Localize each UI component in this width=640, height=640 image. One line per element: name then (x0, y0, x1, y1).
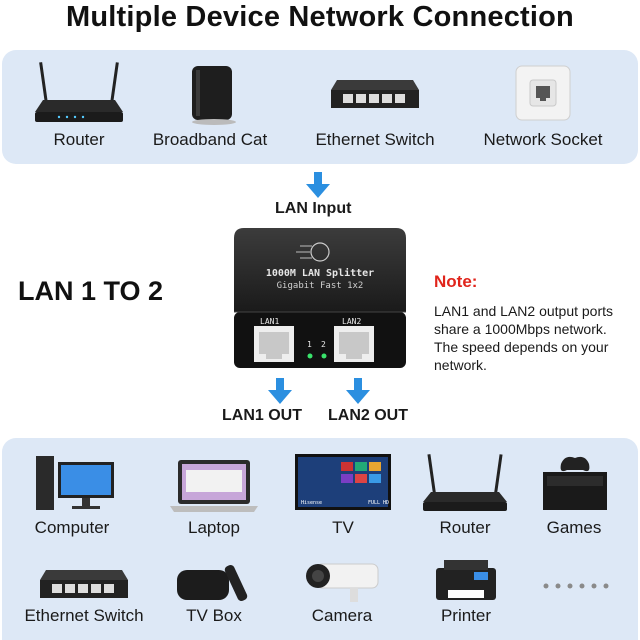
output-device-tv: Hisense FULL HD TV (284, 448, 402, 540)
device-label: Printer (440, 606, 492, 625)
product-label: LAN 1 TO 2 (18, 276, 164, 306)
printer-icon (436, 560, 496, 600)
device-label: Router (439, 518, 491, 537)
lan1-out-label: LAN1 OUT (222, 407, 302, 424)
note-line: share a 1000Mbps network. (434, 321, 607, 337)
device-label: Broadband Cat (152, 130, 268, 149)
splitter-body-icon (234, 228, 406, 368)
camera-icon (306, 563, 379, 602)
output-device-printer: Printer (412, 552, 520, 638)
port-label-lan2: LAN2 (342, 317, 362, 326)
device-label: Network Socket (483, 130, 603, 149)
device-label: Ethernet Switch (315, 130, 435, 149)
port-label-lan1: LAN1 (260, 317, 280, 326)
input-arrow-icon (306, 172, 330, 198)
device-label: Laptop (188, 518, 240, 537)
source-device-switch: Ethernet Switch (302, 58, 448, 158)
router-icon (423, 454, 507, 511)
modem-icon (192, 66, 236, 125)
tv-badge: FULL HD (368, 500, 390, 506)
splitter-subtitle: Gigabit Fast 1x2 (276, 281, 364, 291)
lan2-out-label: LAN2 OUT (328, 407, 408, 424)
lan-input-label: LAN Input (275, 200, 352, 217)
game-console-icon (543, 456, 607, 510)
source-device-socket: Network Socket (470, 58, 616, 158)
note-text: LAN1 and LAN2 output ports share a 1000M… (434, 302, 640, 374)
router-icon (35, 62, 123, 122)
source-device-modem: Broadband Cat (140, 58, 280, 158)
device-label: Games (546, 518, 602, 537)
tv-brand: Hisense (301, 500, 323, 506)
wall-socket-icon (515, 65, 571, 121)
laptop-icon (170, 460, 258, 512)
switch-icon (331, 80, 419, 108)
output-device-more (530, 552, 626, 638)
switch-icon (40, 570, 128, 598)
device-label: TV (332, 518, 354, 537)
note-line: LAN1 and LAN2 output ports (434, 303, 614, 319)
device-label: Ethernet Switch (24, 606, 144, 625)
source-device-router: Router (20, 58, 138, 158)
page-title: Multiple Device Network Connection (66, 1, 574, 33)
led-label-2: 2 (321, 340, 326, 349)
note-line: The speed depends on your (434, 339, 609, 355)
output-device-games: Games (524, 448, 624, 540)
tv-box-icon (177, 564, 248, 602)
note-line: network. (434, 357, 487, 373)
device-label: TV Box (186, 606, 242, 625)
output-device-switch: Ethernet Switch (14, 552, 154, 638)
device-label: Computer (34, 518, 110, 537)
device-label: Camera (311, 606, 373, 625)
output-device-computer: Computer (14, 448, 130, 540)
device-label: Router (53, 130, 105, 149)
output-device-router: Router (408, 448, 522, 540)
computer-icon (36, 456, 114, 510)
more-dots-icon (543, 583, 609, 589)
note-heading: Note: (434, 272, 478, 291)
tv-icon (295, 454, 391, 510)
output-arrow-2-icon (346, 378, 370, 404)
output-arrow-1-icon (268, 378, 292, 404)
output-device-camera: Camera (288, 552, 396, 638)
output-device-laptop: Laptop (158, 448, 270, 540)
output-device-tv-box: TV Box (162, 552, 266, 638)
lan-splitter-device: 1000M LAN Splitter Gigabit Fast 1x2 LAN1… (230, 222, 410, 372)
splitter-name: 1000M LAN Splitter (265, 268, 375, 279)
led-label-1: 1 (307, 340, 312, 349)
